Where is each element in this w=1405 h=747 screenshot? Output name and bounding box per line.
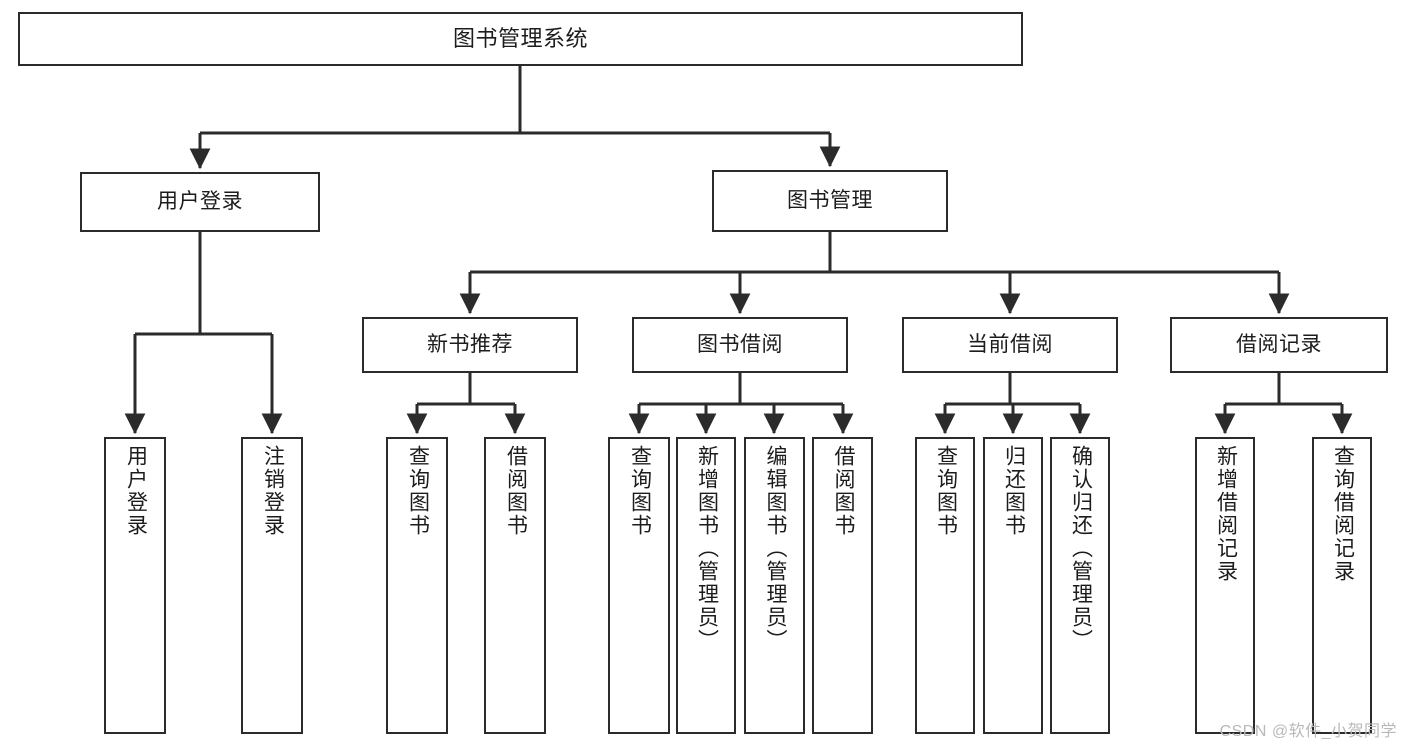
leaf-add-book-admin-label: 新增图书（管理员）: [695, 445, 719, 652]
node-current-borrow-label: 当前借阅: [967, 332, 1053, 356]
leaf-query-books-current[interactable]: 查询图书: [915, 437, 975, 734]
leaf-query-books-new[interactable]: 查询图书: [386, 437, 448, 734]
leaf-confirm-return-admin[interactable]: 确认归还（管理员）: [1050, 437, 1110, 734]
watermark: CSDN @软件_小贺同学: [1219, 723, 1397, 740]
leaf-add-book-admin[interactable]: 新增图书（管理员）: [676, 437, 736, 734]
node-new-book-recommend[interactable]: 新书推荐: [362, 317, 578, 373]
leaf-query-borrow-record-label: 查询借阅记录: [1331, 445, 1355, 583]
leaf-query-borrow-record[interactable]: 查询借阅记录: [1312, 437, 1372, 734]
leaf-logout[interactable]: 注销登录: [241, 437, 303, 734]
leaf-borrow-book[interactable]: 借阅图书: [812, 437, 873, 734]
node-root-label: 图书管理系统: [452, 26, 588, 52]
node-root[interactable]: 图书管理系统: [18, 12, 1023, 66]
leaf-borrow-books-new[interactable]: 借阅图书: [484, 437, 546, 734]
leaf-add-borrow-record-label: 新增借阅记录: [1214, 445, 1238, 583]
leaf-user-login[interactable]: 用户登录: [104, 437, 166, 734]
leaf-query-books-current-label: 查询图书: [934, 445, 958, 537]
leaf-confirm-return-admin-label: 确认归还（管理员）: [1069, 445, 1093, 652]
leaf-borrow-book-label: 借阅图书: [831, 445, 855, 537]
leaf-query-books-new-label: 查询图书: [406, 445, 430, 537]
node-borrow-records[interactable]: 借阅记录: [1170, 317, 1388, 373]
node-borrow-records-label: 借阅记录: [1236, 332, 1322, 356]
leaf-return-book[interactable]: 归还图书: [983, 437, 1043, 734]
leaf-logout-label: 注销登录: [261, 445, 285, 537]
node-book-borrow[interactable]: 图书借阅: [632, 317, 848, 373]
leaf-borrow-books-new-label: 借阅图书: [504, 445, 528, 537]
leaf-edit-book-admin[interactable]: 编辑图书（管理员）: [744, 437, 805, 734]
leaf-user-login-label: 用户登录: [124, 445, 148, 537]
node-book-borrow-label: 图书借阅: [697, 332, 783, 356]
node-book-management-label: 图书管理: [787, 188, 873, 212]
leaf-return-book-label: 归还图书: [1002, 445, 1026, 537]
leaf-add-borrow-record[interactable]: 新增借阅记录: [1195, 437, 1255, 734]
node-current-borrow[interactable]: 当前借阅: [902, 317, 1118, 373]
leaf-query-books-borrow[interactable]: 查询图书: [608, 437, 670, 734]
node-user-login-label: 用户登录: [157, 189, 243, 213]
leaf-edit-book-admin-label: 编辑图书（管理员）: [763, 445, 787, 652]
node-book-management[interactable]: 图书管理: [712, 170, 948, 232]
node-user-login[interactable]: 用户登录: [80, 172, 320, 232]
node-new-book-recommend-label: 新书推荐: [427, 332, 513, 356]
leaf-query-books-borrow-label: 查询图书: [628, 445, 652, 537]
